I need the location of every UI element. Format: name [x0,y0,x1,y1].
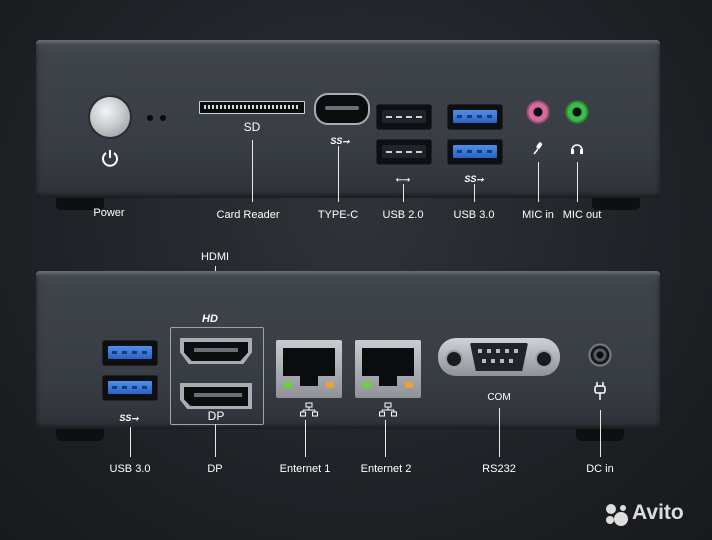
label-hdmi: HDMI [200,251,230,263]
lead-typec [338,146,339,202]
lead-eth2 [385,420,386,457]
displayport-port[interactable] [180,383,252,409]
rear-ss-usb-symbol: SS⭢ [119,413,139,423]
ss-usb-symbol: SS⭢ [464,174,484,184]
mini-pc-front-panel: SS⭢ ⭠⭢ SS⭢ [36,40,660,198]
label-ethernet-1: Enternet 1 [279,463,331,475]
ethernet-port-1[interactable] [276,340,342,398]
dc-power-plug-icon [594,382,606,400]
label-power: Power [93,207,125,219]
label-usb30-top: USB 3.0 [453,209,495,221]
label-usb20: USB 2.0 [382,209,424,221]
rs232-port[interactable] [438,338,560,376]
label-dc-in: DC in [586,463,614,475]
lead-usb20 [403,184,404,202]
label-mic-out: MIC out [562,209,602,221]
label-type-c: TYPE-C [317,209,359,221]
rear-panel-rim [36,271,660,275]
headphone-icon [571,144,583,154]
microphone-icon [533,142,543,155]
label-sd: SD [243,120,261,134]
network-icon-1 [300,402,318,417]
power-button[interactable] [90,97,130,137]
lead-rear-usb30 [130,427,131,457]
power-led-1 [147,115,153,121]
hdmi-port[interactable] [180,338,252,364]
usb20-port-1[interactable] [376,104,432,130]
label-ethernet-2: Enternet 2 [360,463,412,475]
lead-rs232 [499,408,500,457]
lead-dc-in [600,410,601,457]
lead-mic-out [577,162,578,202]
avito-watermark: Avito [604,501,708,529]
type-c-port[interactable] [314,93,370,125]
avito-watermark-text: Avito [632,501,684,524]
label-rs232: RS232 [482,463,516,475]
lead-sd [252,140,253,202]
display-ports-frame [170,327,264,425]
label-dp: DP [207,463,223,475]
lead-usb30 [474,184,475,202]
mic-out-jack[interactable] [564,99,590,125]
dc-in-jack[interactable] [588,343,612,367]
label-card-reader: Card Reader [216,209,280,221]
ss-usb-symbol-typec: SS⭢ [330,136,350,146]
network-icon-2 [379,402,397,417]
label-usb30-rear: USB 3.0 [109,463,151,475]
usb20-port-2[interactable] [376,139,432,165]
lead-eth1 [305,420,306,457]
usb30-port-2[interactable] [447,139,503,165]
usb30-port-1[interactable] [447,104,503,130]
rear-usb30-port-2[interactable] [102,375,158,401]
rear-usb30-port-1[interactable] [102,340,158,366]
power-icon [102,150,118,167]
lead-dp [215,424,216,457]
mic-in-jack[interactable] [525,99,551,125]
hd-mark: HD [202,313,218,325]
avito-logo-icon [606,504,628,526]
bottom-foot-left [56,429,104,441]
top-foot-left [56,198,104,210]
usb-symbol: ⭠⭢ [395,174,411,184]
ethernet-port-2[interactable] [355,340,421,398]
front-panel-rim [36,40,660,44]
mini-pc-rear-panel: SS⭢ HD DP COM [36,271,660,429]
top-foot-right [592,198,640,210]
lead-mic-in [538,162,539,202]
sd-card-slot[interactable] [199,101,305,114]
label-mic-in: MIC in [522,209,554,221]
dp-port-label: DP [207,409,225,423]
power-led-2 [160,115,166,121]
com-label: COM [487,392,511,403]
